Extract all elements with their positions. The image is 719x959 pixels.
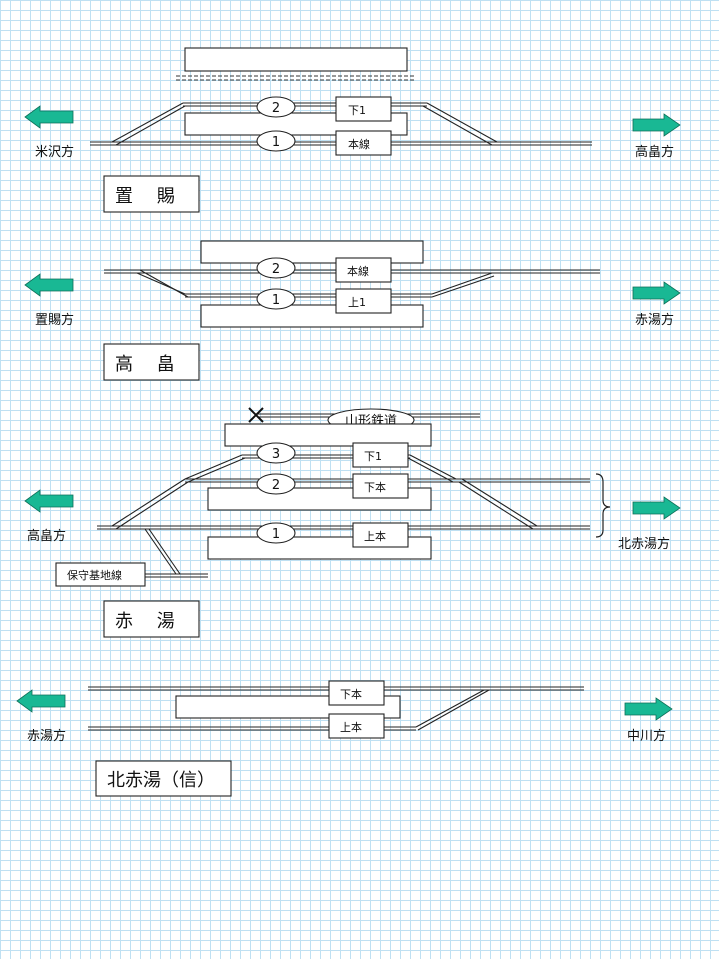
direction-left: 赤湯方 [27, 728, 66, 744]
arrow-left-icon [16, 689, 66, 713]
arrow-right-icon [632, 496, 681, 520]
station-okitama: 2 1 下1 本線 米沢方 高畠方 置 賜 [24, 47, 681, 213]
track-number-1: 1 [256, 522, 296, 544]
direction-right: 赤湯方 [635, 312, 674, 328]
station-name: 北赤湯（信） [107, 770, 215, 791]
svg-text:2: 2 [272, 478, 280, 493]
track-label-down1: 下1 [352, 442, 409, 468]
track-number-2: 2 [256, 473, 296, 495]
svg-text:2: 2 [272, 262, 280, 277]
svg-text:上本: 上本 [340, 720, 362, 734]
station-kita-akayu: 下本 上本 赤湯方 中川方 北赤湯（信） [16, 680, 673, 797]
svg-text:1: 1 [272, 135, 280, 150]
direction-right: 高畠方 [635, 144, 674, 160]
arrow-left-icon [24, 489, 74, 513]
turnout [187, 457, 246, 483]
svg-text:本線: 本線 [348, 137, 370, 151]
track-label-down-main: 下本 [328, 680, 385, 706]
track-end-brace [595, 473, 611, 538]
track-label-main: 本線 [335, 257, 392, 283]
svg-text:下1: 下1 [348, 104, 366, 117]
svg-text:保守基地線: 保守基地線 [67, 568, 122, 582]
arrow-right-icon [632, 281, 681, 305]
turnout [461, 478, 538, 527]
svg-text:下本: 下本 [364, 480, 386, 494]
track-label-up-main: 上本 [328, 713, 385, 739]
turnout [431, 275, 495, 298]
crossover [417, 689, 490, 731]
depot-line-label: 保守基地線 [55, 562, 146, 587]
track-label-down1: 下1 [335, 96, 392, 122]
station-name-box [95, 760, 232, 797]
station-name-box [103, 600, 200, 638]
buffer-stop-icon [248, 407, 264, 423]
track-label-main: 本線 [335, 130, 392, 156]
arrow-left-icon [24, 273, 74, 297]
station-building [184, 47, 408, 72]
depot-track [144, 528, 177, 575]
turnout [426, 102, 498, 143]
turnout [139, 269, 189, 298]
track-number-2: 2 [256, 257, 296, 279]
station-name: 高 畠 [115, 354, 175, 375]
turnout [184, 454, 243, 480]
turnout [115, 481, 189, 530]
track-label-down-main: 下本 [352, 473, 409, 499]
svg-text:3: 3 [272, 447, 280, 462]
turnout [409, 454, 457, 480]
svg-text:1: 1 [272, 293, 280, 308]
arrow-right-icon [632, 113, 681, 137]
turnout [115, 105, 186, 146]
turnout [111, 102, 184, 143]
svg-text:2: 2 [272, 101, 280, 116]
track-label-up1: 上1 [335, 288, 392, 314]
depot-track [148, 528, 181, 575]
crossover [415, 689, 485, 728]
station-name-box [103, 343, 200, 381]
svg-text:上1: 上1 [348, 296, 366, 309]
svg-text:本線: 本線 [347, 264, 369, 278]
direction-right: 北赤湯方 [618, 536, 670, 552]
turnout [431, 272, 493, 295]
station-takahata: 2 1 本線 上1 置賜方 赤湯方 高 畠 [24, 240, 681, 381]
turnout [111, 478, 186, 527]
platform [224, 423, 432, 447]
svg-text:下本: 下本 [340, 687, 362, 701]
direction-left: 米沢方 [35, 144, 74, 160]
direction-right: 中川方 [627, 728, 666, 744]
track-number-1: 1 [256, 288, 296, 310]
station-name-box [103, 175, 200, 213]
track-number-1: 1 [256, 130, 296, 152]
station-name: 赤 湯 [115, 611, 175, 632]
direction-left: 高畠方 [27, 528, 66, 544]
svg-text:下1: 下1 [364, 450, 382, 463]
track-number-2: 2 [256, 96, 296, 118]
svg-text:1: 1 [272, 527, 280, 542]
station-akayu: 山形鉄道 保守基地線 3 [24, 407, 681, 638]
direction-left: 置賜方 [35, 312, 74, 328]
track-number-3: 3 [256, 442, 296, 464]
track-label-up-main: 上本 [352, 522, 409, 548]
arrow-left-icon [24, 105, 74, 129]
turnout [407, 457, 454, 483]
turnout [458, 481, 534, 530]
station-name: 置 賜 [115, 186, 175, 207]
svg-text:上本: 上本 [364, 529, 386, 543]
turnout [422, 105, 493, 146]
arrow-right-icon [624, 697, 673, 721]
